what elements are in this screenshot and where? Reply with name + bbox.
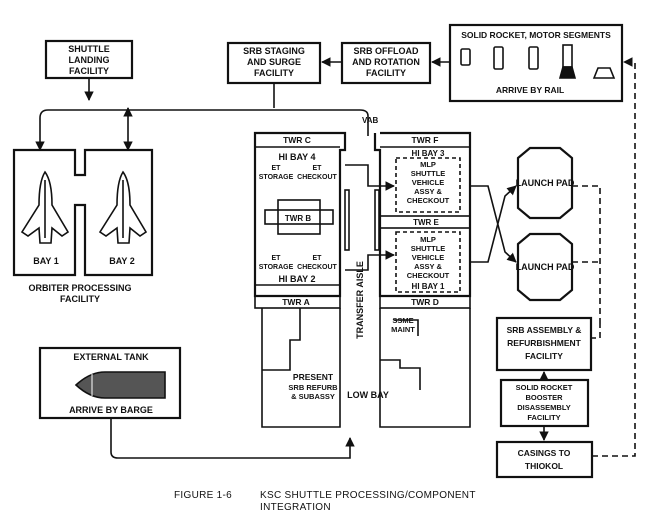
solid-rocket-segments-box: SOLID ROCKET, MOTOR SEGMENTS ARRIVE BY R… bbox=[448, 23, 624, 103]
casings-line-2: THIOKOL bbox=[525, 461, 563, 471]
vab-left-block bbox=[253, 131, 350, 428]
external-tank-box: EXTERNAL TANK ARRIVE BY BARGE bbox=[38, 346, 182, 420]
srb-assembly-facility: SRB ASSEMBLY & REFURBISHMENT FACILITY bbox=[495, 316, 593, 372]
hi-bay-1-label: HI BAY 1 bbox=[412, 282, 445, 291]
twr-e-label: TWR E bbox=[413, 218, 439, 227]
bay2-label: BAY 2 bbox=[109, 256, 135, 266]
twr-f-label: TWR F bbox=[412, 135, 439, 145]
shuttle-landing-line-1: SHUTTLE bbox=[68, 44, 110, 54]
pad-to-recovery-dashed bbox=[572, 185, 601, 339]
present-srb-line-3: & SUBASSY bbox=[291, 392, 335, 401]
srb-staging-line-2: AND SURGE bbox=[247, 57, 301, 67]
launch-pad-2: LAUNCH PAD bbox=[516, 232, 575, 302]
launch-pad-2-label: LAUNCH PAD bbox=[516, 262, 575, 272]
figure-title-line-1: KSC SHUTTLE PROCESSING/COMPONENT bbox=[260, 490, 476, 501]
present-srb-line-1: PRESENT bbox=[293, 372, 334, 382]
aft-segment-icon bbox=[558, 44, 577, 79]
arrive-by-rail-label: ARRIVE BY RAIL bbox=[496, 85, 564, 95]
et-storage-top-1: ET bbox=[272, 165, 282, 172]
orbiter-processing-facility: BAY 1 BAY 2 bbox=[12, 148, 154, 277]
figure-title-line-2: INTEGRATION bbox=[260, 502, 331, 513]
casings-line-1: CASINGS TO bbox=[518, 448, 571, 458]
orbiter-routes bbox=[35, 78, 369, 151]
staging-to-vab-arrows bbox=[345, 164, 395, 271]
srb-disassembly-line-3: DISASSEMBLY bbox=[517, 403, 571, 412]
et-storage-bottom-2: STORAGE bbox=[259, 264, 294, 271]
thiokol-to-rail-dashed bbox=[592, 57, 636, 457]
et-storage-bottom-1: ET bbox=[272, 255, 282, 262]
mlp-top-5: CHECKOUT bbox=[407, 196, 450, 205]
launch-pad-1-label: LAUNCH PAD bbox=[516, 178, 575, 188]
mlp-bottom-5: CHECKOUT bbox=[407, 271, 450, 280]
et-checkout-bottom-2: CHECKOUT bbox=[297, 264, 337, 271]
srb-staging-facility: SRB STAGING AND SURGE FACILITY bbox=[226, 41, 322, 85]
arrive-by-barge-label: ARRIVE BY BARGE bbox=[69, 405, 153, 415]
external-tank-icon bbox=[74, 371, 166, 399]
srb-assembly-line-2: REFURBISHMENT bbox=[507, 338, 581, 348]
mlp-top-1: MLP bbox=[420, 160, 436, 169]
srb-assembly-line-3: FACILITY bbox=[525, 351, 563, 361]
hi-bay-2-label: HI BAY 2 bbox=[278, 274, 315, 284]
srb-disassembly-facility: SOLID ROCKET BOOSTER DISASSEMBLY FACILIT… bbox=[499, 378, 590, 428]
twr-e-block bbox=[379, 215, 471, 229]
mlp-bottom-2: SHUTTLE bbox=[411, 244, 446, 253]
et-checkout-top-2: CHECKOUT bbox=[297, 174, 337, 181]
hi-bay-4-label: HI BAY 4 bbox=[278, 152, 315, 162]
srb-offload-line-2: AND ROTATION bbox=[352, 57, 420, 67]
srb-disassembly-line-4: FACILITY bbox=[527, 413, 560, 422]
figure-number: FIGURE 1-6 bbox=[174, 490, 233, 501]
ssme-maint-line-1: SSME bbox=[392, 316, 413, 325]
shuttle-landing-line-3: FACILITY bbox=[69, 66, 109, 76]
opf-label-line-1: ORBITER PROCESSING bbox=[28, 283, 131, 293]
tank-to-vab-route bbox=[110, 418, 355, 459]
hi-bay-1-box bbox=[395, 231, 461, 293]
twr-c-label: TWR C bbox=[283, 135, 311, 145]
solid-rocket-title: SOLID ROCKET, MOTOR SEGMENTS bbox=[461, 30, 611, 40]
mlp-bottom-3: VEHICLE bbox=[412, 253, 445, 262]
srb-staging-line-1: SRB STAGING bbox=[243, 46, 305, 56]
srb-offload-facility: SRB OFFLOAD AND ROTATION FACILITY bbox=[340, 41, 432, 85]
et-storage-top-2: STORAGE bbox=[259, 174, 294, 181]
hi-bay-3-label: HI BAY 3 bbox=[412, 149, 445, 158]
shuttle-landing-facility: SHUTTLE LANDING FACILITY bbox=[44, 39, 134, 80]
twr-d-label: TWR D bbox=[411, 297, 439, 307]
bay1-label: BAY 1 bbox=[33, 256, 59, 266]
present-srb-line-2: SRB REFURB bbox=[288, 383, 338, 392]
et-checkout-top-1: ET bbox=[313, 165, 323, 172]
segment-2-icon bbox=[493, 46, 504, 70]
low-bay-label: LOW BAY bbox=[347, 390, 389, 400]
external-tank-label: EXTERNAL TANK bbox=[73, 352, 149, 362]
srb-offload-line-3: FACILITY bbox=[366, 68, 406, 78]
mlp-bottom-1: MLP bbox=[420, 235, 436, 244]
orbiter-bay1-icon bbox=[20, 170, 70, 244]
twr-b-label: TWR B bbox=[285, 214, 311, 223]
orbiter-bay2-icon bbox=[98, 170, 148, 244]
segment-3-icon bbox=[528, 46, 539, 70]
et-checkout-bottom-1: ET bbox=[313, 255, 323, 262]
transfer-aisle-label: TRANSFER AISLE bbox=[355, 261, 365, 339]
twr-a-label: TWR A bbox=[282, 297, 310, 307]
twr-b-block bbox=[264, 209, 334, 225]
vab-right-block: VAB bbox=[362, 116, 472, 428]
hi-bay-3-box bbox=[395, 157, 461, 213]
srb-disassembly-line-2: BOOSTER bbox=[525, 393, 563, 402]
vab-to-pad-routes bbox=[470, 185, 517, 263]
srb-disassembly-line-1: SOLID ROCKET bbox=[516, 383, 573, 392]
ssme-maint-line-2: MAINT bbox=[391, 325, 415, 334]
nose-cone-icon bbox=[592, 67, 616, 79]
launch-pad-1: LAUNCH PAD bbox=[516, 146, 575, 220]
srb-offload-line-1: SRB OFFLOAD bbox=[354, 46, 419, 56]
vab-label: VAB bbox=[362, 116, 379, 125]
opf-label-line-2: FACILITY bbox=[60, 294, 100, 304]
srb-staging-line-3: FACILITY bbox=[254, 68, 294, 78]
casings-to-thiokol-box: CASINGS TO THIOKOL bbox=[495, 440, 594, 479]
mlp-bottom-4: ASSY & bbox=[414, 262, 442, 271]
mlp-top-2: SHUTTLE bbox=[411, 169, 446, 178]
mlp-top-3: VEHICLE bbox=[412, 178, 445, 187]
mlp-top-4: ASSY & bbox=[414, 187, 442, 196]
segment-1-icon bbox=[460, 48, 471, 66]
shuttle-landing-line-2: LANDING bbox=[69, 55, 110, 65]
srb-assembly-line-1: SRB ASSEMBLY & bbox=[507, 325, 582, 335]
